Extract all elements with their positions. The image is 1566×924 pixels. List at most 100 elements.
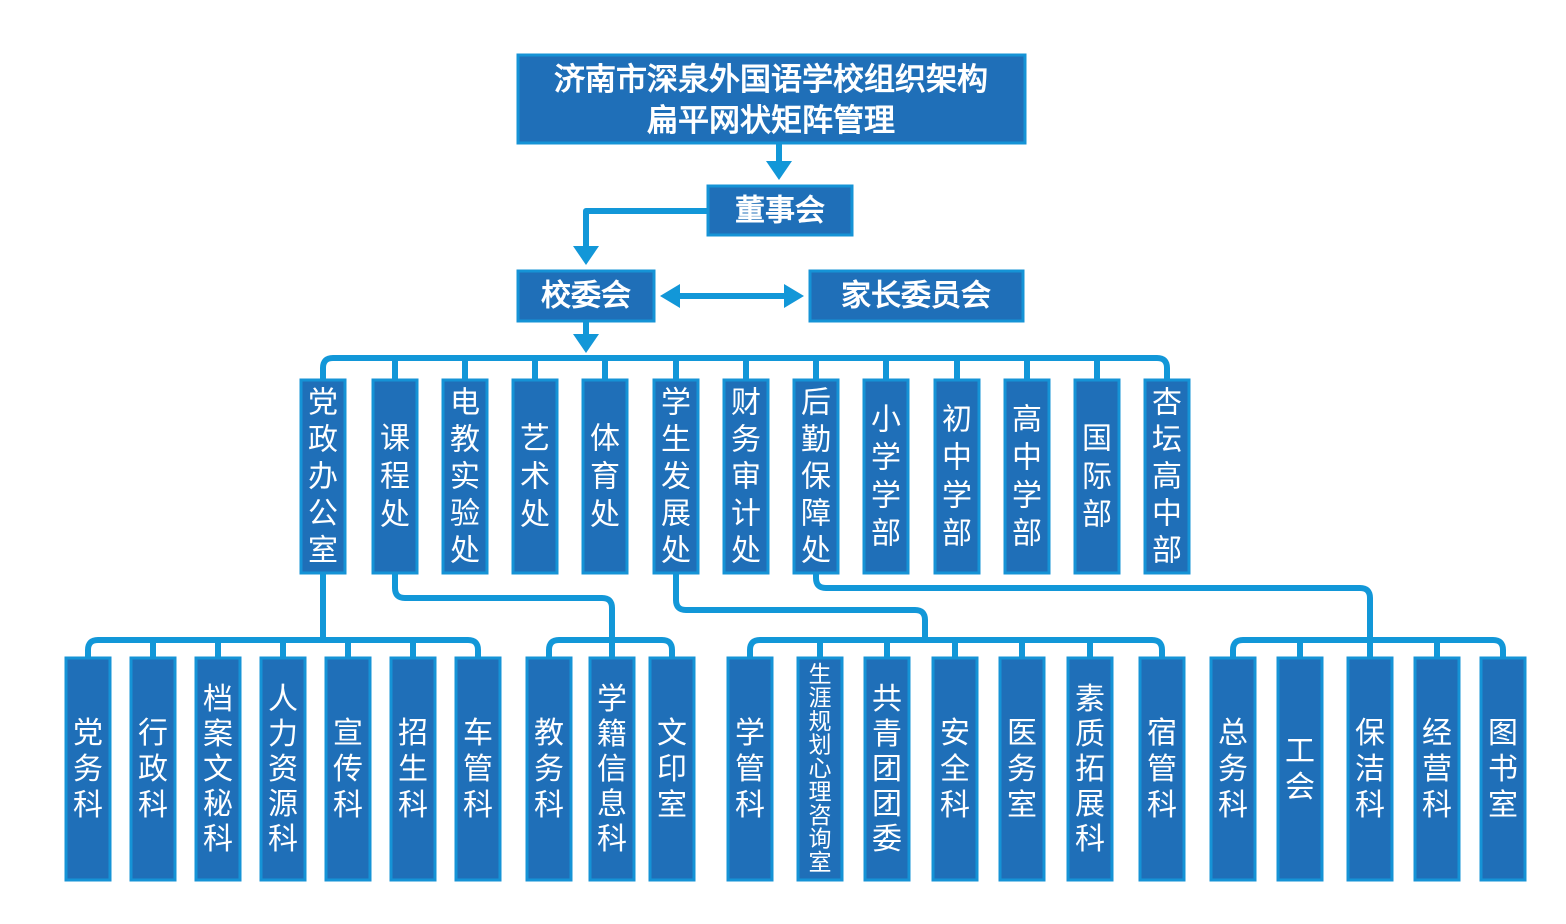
department-box: 艺术处	[511, 378, 559, 575]
section-box-rect	[129, 656, 177, 882]
title-box: 济南市深泉外国语学校组织架构 扁平网状矩阵管理	[516, 53, 1027, 145]
section-box-label: 车管科	[463, 716, 493, 823]
department-box-rect	[862, 378, 910, 575]
section-box-label: 安全科	[940, 716, 970, 823]
section-box: 学籍信息科	[588, 656, 636, 882]
section-box-rect	[931, 656, 979, 882]
section-box-rect	[1138, 656, 1186, 882]
department-box-rect	[581, 378, 629, 575]
department-box-label: 课程处	[380, 421, 410, 532]
department-box-label: 高中学部	[1012, 402, 1042, 551]
arrow-right	[784, 284, 804, 308]
section-box: 共青团团委	[863, 656, 911, 882]
section-box-rect	[259, 656, 307, 882]
section-box-label: 文印室	[657, 716, 687, 823]
section-box: 行政科	[129, 656, 177, 882]
department-box: 财务审计处	[722, 378, 770, 575]
department-box: 学生发展处	[652, 378, 700, 575]
department-box-rect	[299, 378, 347, 575]
department-box-label: 电教实验处	[450, 385, 480, 568]
section-box-rect	[998, 656, 1046, 882]
department-box-rect	[371, 378, 419, 575]
section-box: 素质拓展科	[1066, 656, 1114, 882]
section-box-label: 档案文秘科	[203, 682, 233, 857]
section-box: 总务科	[1209, 656, 1257, 882]
section-box-rect	[1346, 656, 1394, 882]
department-box: 课程处	[371, 378, 419, 575]
section-box-rect	[525, 656, 573, 882]
section-box: 党务科	[64, 656, 112, 882]
school-committee-box: 校委会	[516, 269, 656, 323]
section-box-label: 学管科	[735, 716, 765, 823]
title-line-1: 济南市深泉外国语学校组织架构	[554, 62, 988, 98]
section-box: 车管科	[454, 656, 502, 882]
department-box: 体育处	[581, 378, 629, 575]
department-box-label: 小学学部	[871, 402, 901, 551]
connector-group4	[813, 570, 1373, 643]
section-box-rect	[1209, 656, 1257, 882]
section-box-rect	[454, 656, 502, 882]
section-box: 学管科	[726, 656, 774, 882]
section-box: 人力资源科	[259, 656, 307, 882]
section-box-rect	[389, 656, 437, 882]
department-box-label: 杏坛高中部	[1152, 385, 1182, 568]
section-box: 宣传科	[324, 656, 372, 882]
section-box-label: 工会	[1285, 734, 1315, 805]
department-box-label: 国际部	[1082, 421, 1112, 532]
connector-group3	[673, 570, 928, 643]
section-box-label: 图书室	[1488, 716, 1518, 823]
section-box-rect	[726, 656, 774, 882]
section-box-label: 总务科	[1218, 716, 1248, 823]
parent-committee-label: 家长委员会	[841, 279, 991, 314]
school-committee-label: 校委会	[541, 279, 631, 314]
department-box-label: 党政办公室	[308, 385, 338, 568]
section-box: 宿管科	[1138, 656, 1186, 882]
section-box-label: 素质拓展科	[1075, 682, 1105, 857]
section-box: 文印室	[648, 656, 696, 882]
section-box-label: 保洁科	[1355, 716, 1385, 823]
section-box: 工会	[1276, 656, 1324, 882]
department-box-rect	[441, 378, 489, 575]
department-box: 后勤保障处	[792, 378, 840, 575]
connector-board-school-committee	[583, 208, 711, 251]
department-box-label: 艺术处	[520, 421, 550, 532]
department-box-label: 初中学部	[942, 402, 972, 551]
department-box-label: 财务审计处	[731, 385, 761, 568]
section-box: 教务科	[525, 656, 573, 882]
department-box-rect	[792, 378, 840, 575]
sections: 党务科行政科档案文秘科人力资源科宣传科招生科车管科教务科学籍信息科文印室学管科生…	[64, 656, 1527, 882]
section-box: 经营科	[1413, 656, 1461, 882]
section-box-label: 人力资源科	[268, 682, 298, 857]
department-box-rect	[1003, 378, 1051, 575]
section-box-label: 党务科	[73, 716, 103, 823]
section-box-label: 医务室	[1007, 716, 1037, 823]
section-box-label: 宿管科	[1147, 716, 1177, 823]
section-box-rect	[1276, 656, 1324, 882]
section-box: 档案文秘科	[194, 656, 242, 882]
department-box: 电教实验处	[441, 378, 489, 575]
board-box: 董事会	[706, 184, 854, 237]
section-box-rect	[1479, 656, 1527, 882]
department-box-rect	[652, 378, 700, 575]
section-box-rect	[863, 656, 911, 882]
section-box: 生涯规划心理咨询室	[796, 656, 844, 882]
section-box-rect	[648, 656, 696, 882]
parent-committee-box: 家长委员会	[808, 269, 1025, 323]
department-box: 小学学部	[862, 378, 910, 575]
title-line-2: 扁平网状矩阵管理	[647, 103, 895, 139]
section-box-rect	[1066, 656, 1114, 882]
department-box-rect	[722, 378, 770, 575]
department-box-rect	[1073, 378, 1121, 575]
section-box: 医务室	[998, 656, 1046, 882]
department-box: 杏坛高中部	[1143, 378, 1191, 575]
department-box-rect	[933, 378, 981, 575]
section-box-rect	[1413, 656, 1461, 882]
section-box-rect	[796, 656, 844, 882]
section-box-rect	[194, 656, 242, 882]
arrow-to-board	[766, 161, 792, 180]
department-box-rect	[511, 378, 559, 575]
section-box-rect	[64, 656, 112, 882]
section-box-label: 学籍信息科	[597, 682, 627, 857]
